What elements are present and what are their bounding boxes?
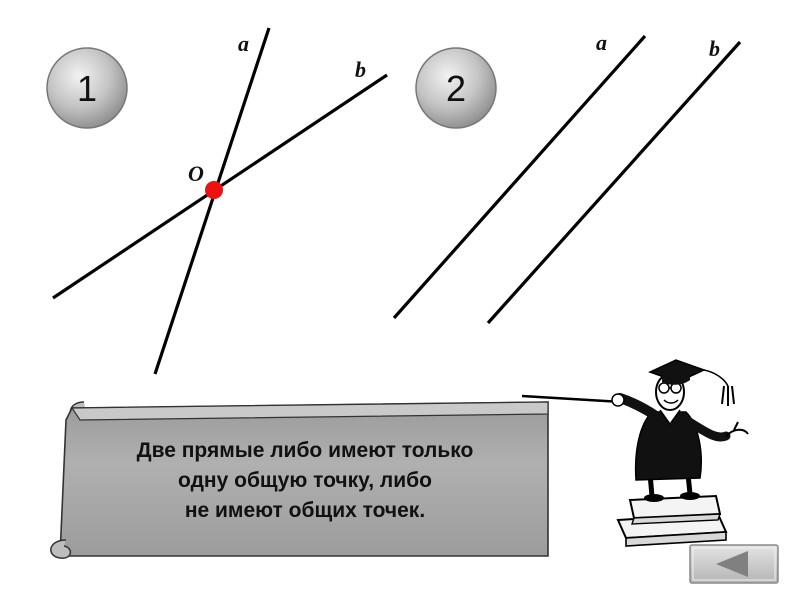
line-a-figure-1 xyxy=(153,27,271,375)
back-button[interactable] xyxy=(689,544,779,584)
badge-2-number: 2 xyxy=(446,68,466,109)
scroll-banner xyxy=(50,401,549,559)
scroll-text-line-1: Две прямые либо имеют только xyxy=(136,439,474,462)
line-b-figure-2 xyxy=(486,40,742,325)
triangle-left-icon xyxy=(716,551,748,577)
intersection-point-o xyxy=(205,181,223,199)
line-b-label-figure-1: b xyxy=(355,57,366,82)
figure-1-intersecting-lines: 1 a b O xyxy=(46,27,388,375)
line-a-figure-2 xyxy=(392,34,647,320)
professor-illustration xyxy=(521,359,749,547)
scroll-text-line-2: одну общую точку, либо xyxy=(178,469,432,492)
books-stack xyxy=(616,494,728,547)
pointer-stick xyxy=(521,394,623,404)
badge-2: 2 xyxy=(415,47,497,129)
scroll-text-line-3: не имеют общих точек. xyxy=(184,499,426,522)
line-a-label-figure-2: a xyxy=(596,30,607,55)
badge-1-number: 1 xyxy=(77,68,97,109)
scroll-text: Две прямые либо имеют только одну общую … xyxy=(82,436,528,536)
figure-2-parallel-lines: 2 a b xyxy=(392,30,742,325)
badge-1: 1 xyxy=(46,47,128,129)
line-b-label-figure-2: b xyxy=(709,36,720,61)
line-a-label-figure-1: a xyxy=(238,31,249,56)
point-o-label: O xyxy=(188,161,204,186)
